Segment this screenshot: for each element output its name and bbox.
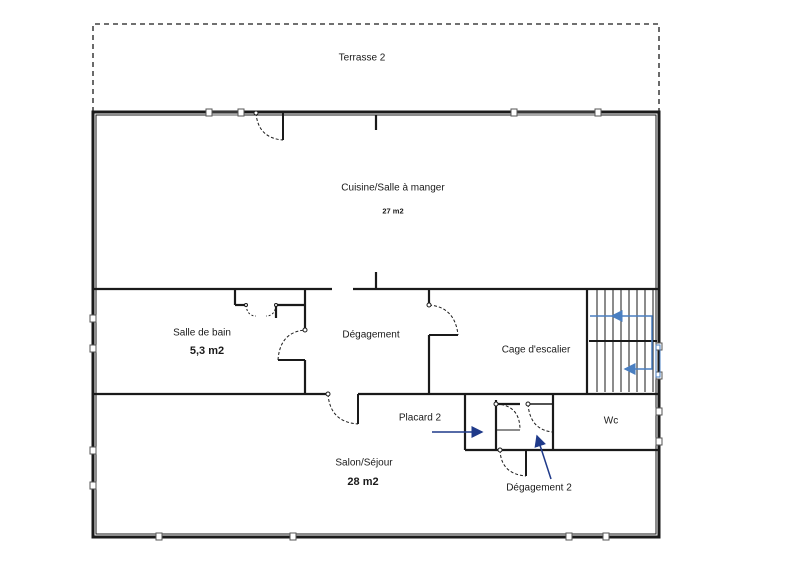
terrace-label: Terrasse 2 (338, 52, 386, 64)
closet-label: Placard 2 (398, 412, 442, 424)
stairwell-label: Cage d'escalier (501, 344, 571, 356)
living-area: 28 m2 (347, 476, 379, 488)
bathroom-area: 5,3 m2 (189, 345, 225, 357)
door-hinge-markers (244, 110, 531, 453)
window-icon (89, 108, 663, 541)
living-label: Salon/Séjour (335, 457, 393, 469)
bathroom-label: Salle de bain (173, 327, 231, 339)
wc-label: Wc (603, 415, 619, 427)
hallway-label: Dégagement (342, 329, 400, 341)
staircase (589, 290, 657, 392)
interior-walls (93, 115, 659, 452)
stair-direction-arrow-icon (590, 310, 653, 375)
kitchen-area: 27 m2 (382, 206, 404, 216)
terrace-outline (92, 23, 660, 112)
kitchen-label: Cuisine/Salle à manger (341, 182, 445, 194)
pointer-arrow-icon (432, 426, 552, 480)
exterior-walls (91, 110, 661, 539)
hallway2-label: Dégagement 2 (506, 482, 572, 494)
